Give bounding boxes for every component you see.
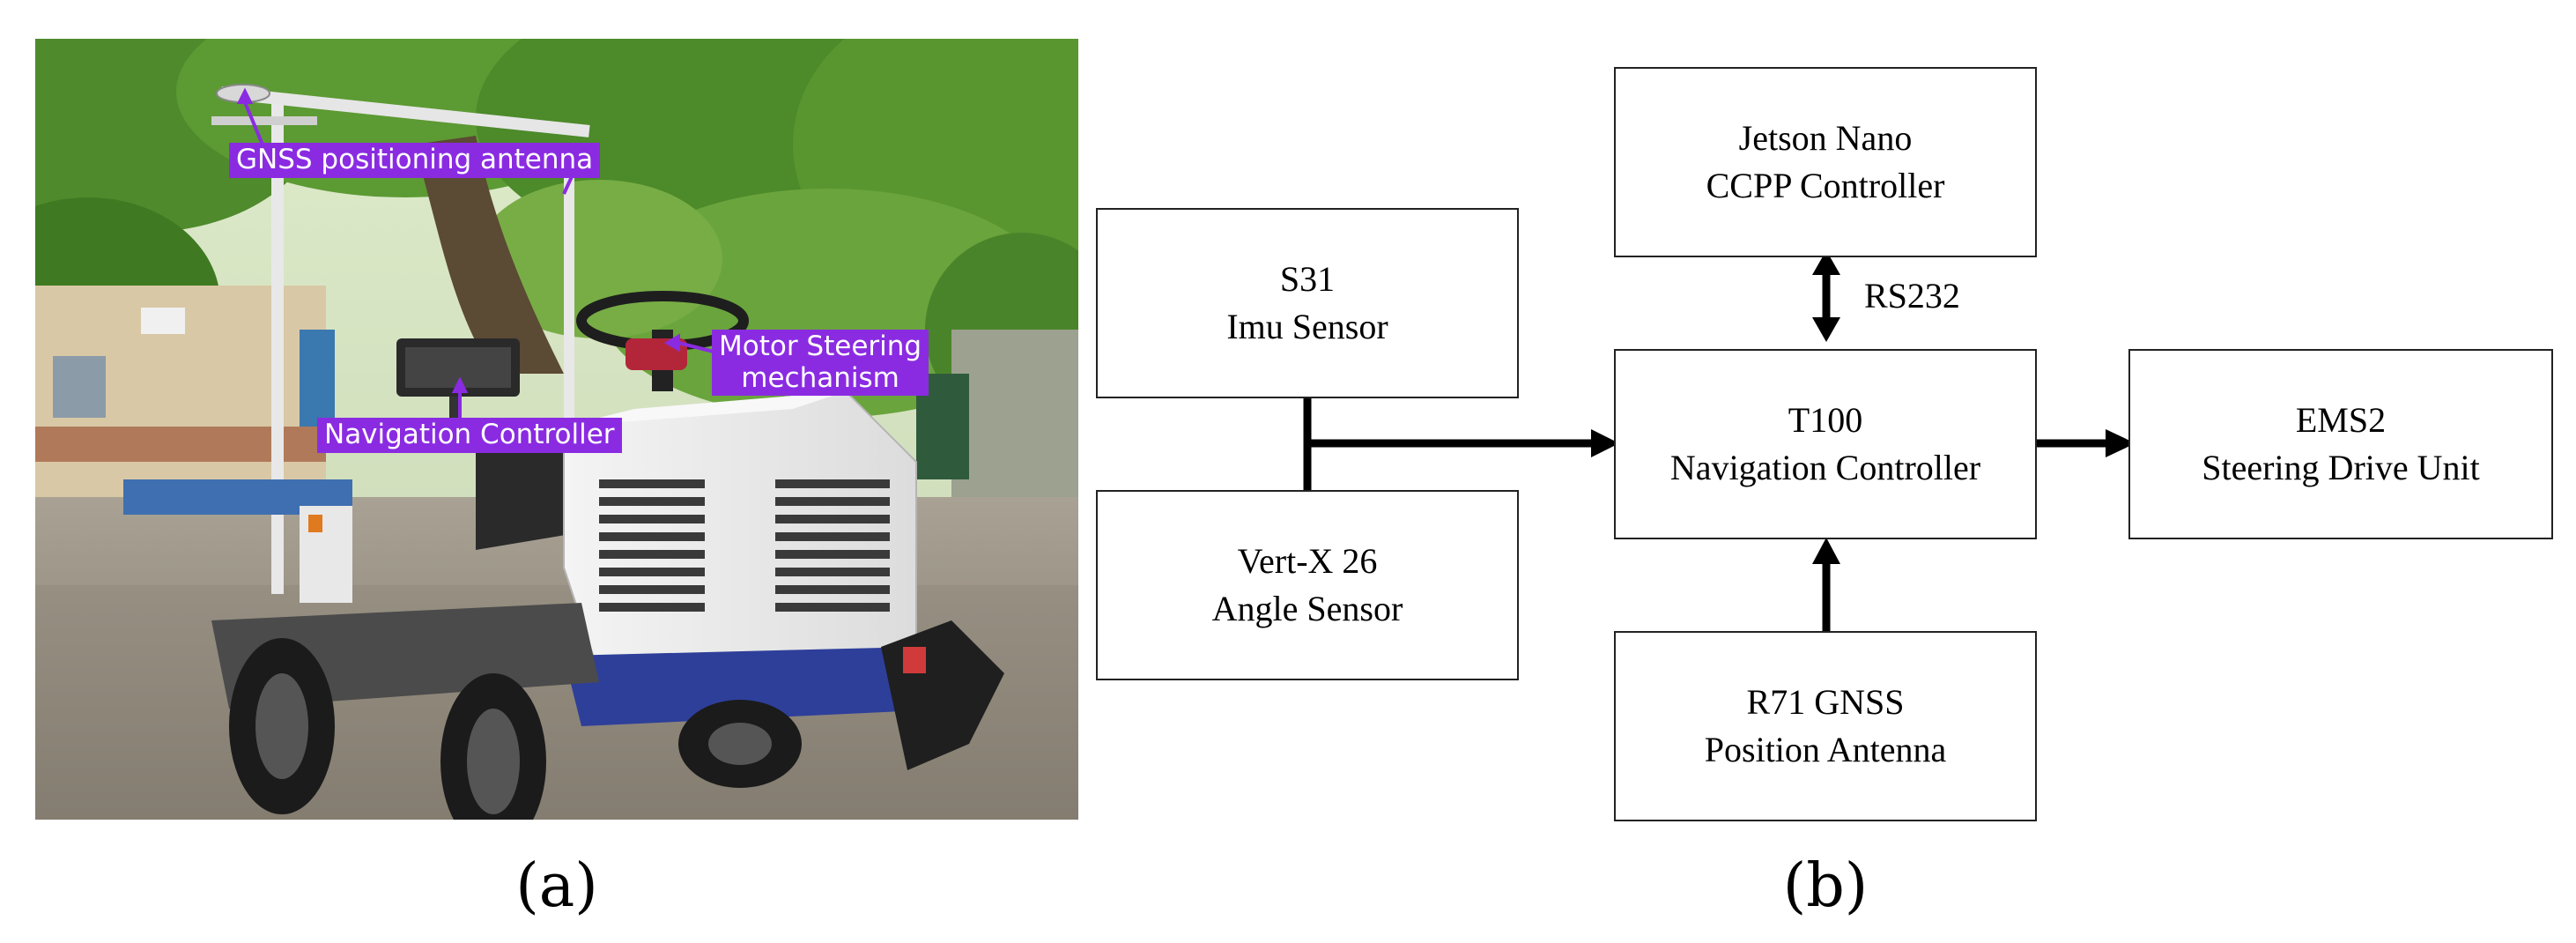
ems2-line1: EMS2 [2295, 400, 2387, 440]
jetson-arrowhead [1812, 250, 1840, 275]
motor-steering-label-line1: Motor Steering [719, 330, 922, 362]
tree-trunk [414, 136, 564, 374]
motor-steering-label: Motor Steering mechanism [712, 330, 929, 397]
diagram-connectors [1303, 250, 2136, 631]
vertx-line2: Angle Sensor [1211, 589, 1403, 628]
r71-to-t100-arrowhead [1812, 538, 1840, 564]
jetson-line2: CCPP Controller [1706, 166, 1945, 205]
vertx-line1: Vert-X 26 [1237, 541, 1378, 581]
wheels [229, 638, 802, 820]
t100-to-ems2-arrowhead [2106, 429, 2136, 457]
r71-line1: R71 GNSS [1746, 682, 1905, 722]
s31-line2: Imu Sensor [1226, 307, 1388, 346]
t100-line1: T100 [1788, 400, 1863, 440]
hood-vents [599, 479, 890, 612]
jetson-line1: Jetson Nano [1738, 118, 1913, 158]
s31-line1: S31 [1279, 259, 1336, 299]
r71-gnss-antenna-block: R71 GNSS Position Antenna [1614, 631, 2037, 821]
r71-line2: Position Antenna [1704, 730, 1947, 769]
s31-imu-sensor-block: S31 Imu Sensor [1096, 208, 1519, 398]
t100-top-arrowhead [1812, 317, 1840, 342]
warning-label [308, 515, 322, 532]
jetson-nano-controller-block: Jetson Nano CCPP Controller [1614, 67, 2037, 257]
vehicle-photo: GNSS positioning antenna Motor Steering … [35, 39, 1078, 820]
rs232-label: RS232 [1864, 276, 1960, 316]
motor-steering-label-line2: mechanism [741, 361, 899, 394]
bumper-sticker [903, 647, 926, 673]
antenna-mast [211, 86, 590, 594]
wall [951, 330, 1078, 506]
control-box [300, 506, 352, 603]
block-diagram: S31 Imu Sensor Vert-X 26 Angle Sensor Je… [1075, 35, 2576, 864]
t100-line2: Navigation Controller [1669, 448, 1981, 487]
ems2-steering-drive-unit-block: EMS2 Steering Drive Unit [2128, 349, 2553, 539]
navigation-controller-unit [396, 338, 520, 449]
sensors-to-t100-arrowhead [1591, 429, 1619, 457]
vehicle-hood [563, 390, 960, 726]
t100-navigation-controller-block: T100 Navigation Controller [1614, 349, 2037, 539]
navigation-controller-label: Navigation Controller [317, 418, 622, 453]
panel-a-caption: (a) [515, 851, 598, 921]
gnss-antenna-label: GNSS positioning antenna [229, 143, 601, 178]
seat [476, 453, 581, 550]
panel-b-caption: (b) [1782, 851, 1869, 921]
vertx-angle-sensor-block: Vert-X 26 Angle Sensor [1096, 490, 1519, 680]
vehicle-illustration [35, 39, 1078, 820]
ems2-line2: Steering Drive Unit [2202, 448, 2480, 487]
